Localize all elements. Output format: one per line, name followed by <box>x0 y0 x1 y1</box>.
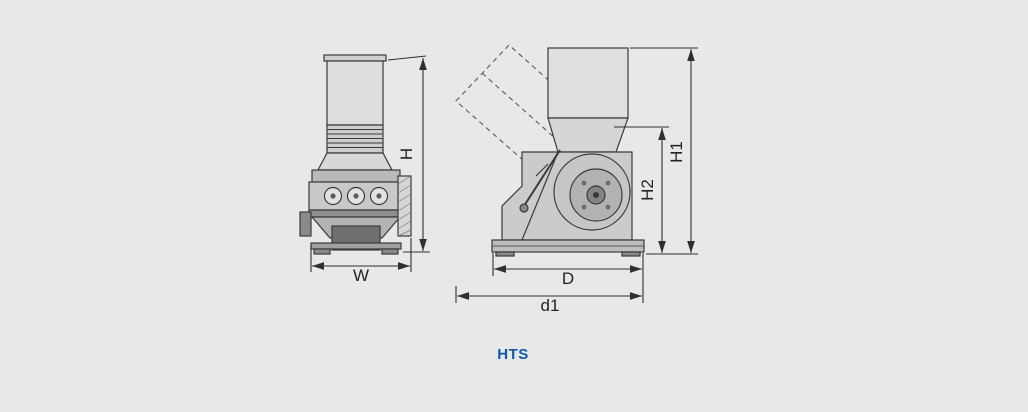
side-lever <box>523 149 561 207</box>
front-lower-band <box>308 209 404 218</box>
front-side-panel <box>397 175 412 237</box>
dim-h-ext-top <box>387 55 427 61</box>
dim-label-d1: d1 <box>541 296 560 315</box>
side-lever-pivot <box>519 203 529 213</box>
front-head-band <box>311 169 401 183</box>
side-view-dimensions <box>455 47 698 303</box>
side-flywheel-center <box>593 192 599 198</box>
front-hopper-lip <box>323 54 387 62</box>
side-chamber-slant <box>521 151 559 241</box>
side-hopper <box>547 47 629 119</box>
front-view-dimensions <box>310 55 430 272</box>
model-name-label: HTS <box>497 346 529 363</box>
side-view <box>455 44 645 257</box>
dim-label-w: W <box>353 266 369 285</box>
front-hopper-flare <box>317 152 393 171</box>
dim-label-h2: H2 <box>638 179 657 201</box>
side-foot-right <box>621 251 641 257</box>
front-foot-right <box>381 248 399 255</box>
dim-label-h1: H1 <box>667 141 686 163</box>
side-foot-left <box>495 251 515 257</box>
side-flywheel-bolts <box>581 180 611 210</box>
dimension-labels: H W H1 H2 D d1 <box>353 141 686 315</box>
front-view <box>299 54 412 255</box>
side-hopper-open-dashed <box>455 44 593 177</box>
front-base-rail <box>310 242 402 250</box>
dim-label-d: D <box>562 269 574 288</box>
front-hopper-louvers <box>326 124 384 154</box>
side-hopper-taper <box>547 117 629 153</box>
front-foot-left <box>313 248 331 255</box>
front-bearing-covers <box>323 186 389 206</box>
dim-label-h: H <box>397 148 416 160</box>
front-hopper <box>326 60 384 126</box>
front-left-attachment <box>299 211 312 237</box>
side-latch <box>535 163 549 177</box>
